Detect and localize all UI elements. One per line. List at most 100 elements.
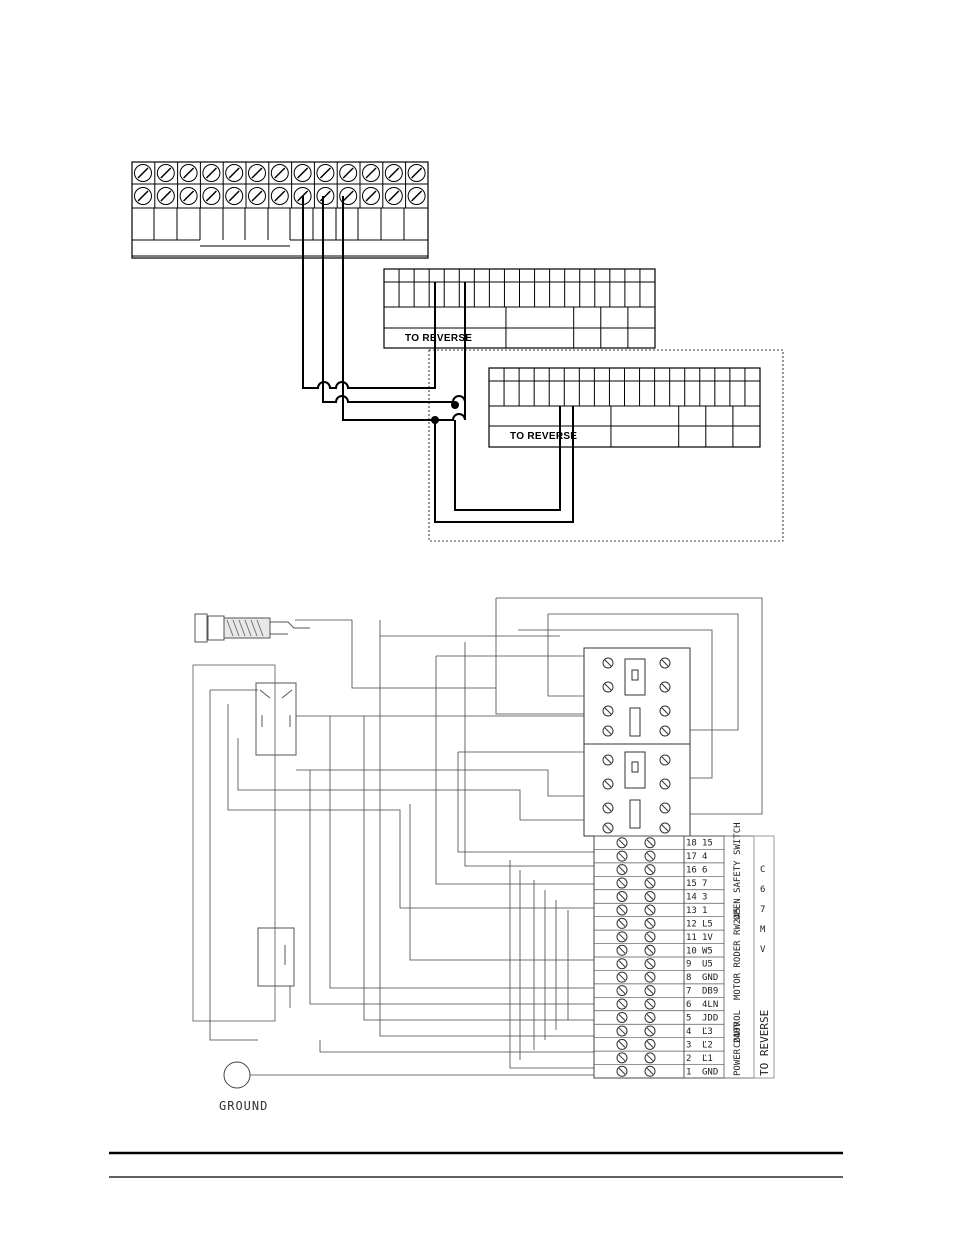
safety-switch xyxy=(255,682,297,756)
to-reverse-label-1: TO REVERSE xyxy=(405,333,472,344)
terminal-number: 15 xyxy=(686,879,697,889)
power-cord-plug xyxy=(194,613,310,643)
screw-slot xyxy=(604,727,612,735)
contactor-screw xyxy=(602,822,614,834)
lower-wires xyxy=(209,597,763,1076)
screw-slot xyxy=(160,190,172,202)
screw-slot xyxy=(646,839,654,847)
screw-slot xyxy=(646,920,654,927)
strip-screw xyxy=(616,904,628,916)
screw-slot xyxy=(297,167,309,179)
strip-screw xyxy=(616,1012,628,1023)
terminal-label: Ľ3 xyxy=(702,1027,713,1037)
screw-slot xyxy=(137,167,149,179)
contactor-screw xyxy=(602,657,614,669)
screw-slot xyxy=(251,190,263,202)
screw-slot xyxy=(661,824,669,832)
screw-slot xyxy=(228,190,240,202)
reversing-contactor-block-2: TO REVERSE xyxy=(488,367,761,448)
terminal-label: Ľ2 xyxy=(702,1040,713,1050)
terminal-label: 1V xyxy=(702,933,713,943)
strip-screw xyxy=(644,1025,656,1037)
screw-slot xyxy=(411,167,423,179)
screw-slot xyxy=(646,987,654,994)
screw-slot xyxy=(183,190,195,202)
contactor-screw xyxy=(602,802,614,814)
screw-slot xyxy=(618,1041,626,1048)
strip-screw xyxy=(616,1052,628,1064)
screw-slot xyxy=(661,756,669,764)
ground-terminal xyxy=(223,1061,251,1089)
contactor-screw xyxy=(602,681,614,693)
reverse-option-dashed-frame xyxy=(428,349,784,542)
terminal-label: 4LN xyxy=(702,1000,718,1010)
screw-slot xyxy=(604,756,612,764)
screw-slot xyxy=(604,683,612,691)
strip-screw xyxy=(616,1065,628,1077)
terminal-number: 17 xyxy=(686,852,697,862)
screw-slot xyxy=(604,707,612,715)
contactor-screw xyxy=(659,657,671,669)
terminal-number: 9 xyxy=(686,960,691,970)
screw-slot xyxy=(274,190,286,202)
strip-screw xyxy=(616,850,628,862)
label-control: CONTROL xyxy=(733,1010,743,1048)
screw-slot xyxy=(205,190,217,202)
screw-slot xyxy=(604,659,612,667)
screw-slot xyxy=(319,167,331,179)
screw-slot xyxy=(388,190,400,202)
strip-vertical-labels: OPEN SAFETY SWITCH MOTOR RODER RW245 CON… xyxy=(733,822,771,1076)
contactor-screw xyxy=(659,725,671,737)
strip-screw xyxy=(616,931,628,943)
right-strip-label: 7 xyxy=(760,905,765,915)
terminal-label: 3 xyxy=(702,893,707,903)
enclosure-outline xyxy=(192,664,276,1022)
strip-screw xyxy=(644,1052,656,1064)
screw-slot xyxy=(618,1000,626,1008)
contactor-screw xyxy=(659,754,671,766)
strip-screw xyxy=(616,958,628,970)
upper-wiring xyxy=(302,196,574,523)
screw-slot xyxy=(618,960,626,968)
right-strip-label: V xyxy=(760,945,766,955)
junction-dot-2 xyxy=(451,401,459,409)
terminal-label: Ľ1 xyxy=(702,1054,713,1064)
screw-slot xyxy=(618,906,626,914)
screw-slot xyxy=(160,167,172,179)
label-open-switch: OPEN SAFETY SWITCH xyxy=(733,822,743,920)
terminal-label: 4 xyxy=(702,852,707,862)
strip-screw xyxy=(616,877,628,889)
screw-slot xyxy=(618,1067,626,1075)
terminal-label: W5 xyxy=(702,946,713,956)
terminal-label: DB9 xyxy=(702,987,718,997)
terminal-label: 15 xyxy=(702,839,713,849)
screw-slot xyxy=(183,167,195,179)
screw-slot xyxy=(618,852,626,860)
screw-slot xyxy=(388,167,400,179)
contactor-screw xyxy=(659,802,671,814)
strip-screw xyxy=(644,1012,656,1023)
screw-slot xyxy=(646,973,654,981)
screw-slot xyxy=(618,1014,626,1021)
screw-slot xyxy=(661,683,669,691)
strip-screw xyxy=(644,958,656,970)
terminal-dividers xyxy=(131,162,407,240)
screw-slot xyxy=(411,190,423,202)
strip-screw xyxy=(616,1025,628,1037)
label-power: POWER 240V xyxy=(733,1021,743,1076)
strip-screw xyxy=(644,971,656,983)
ground-label: GROUND xyxy=(219,1099,268,1113)
screw-slot xyxy=(604,804,612,812)
strip-screw xyxy=(616,917,628,929)
contactor-screw xyxy=(602,705,614,717)
strip-screw xyxy=(644,944,656,956)
screw-slot xyxy=(661,804,669,812)
screw-slot xyxy=(251,167,263,179)
junction-dot-1 xyxy=(431,416,439,424)
strip-screw xyxy=(644,837,656,849)
screw-slot xyxy=(618,987,626,994)
contactor-screw xyxy=(659,681,671,693)
screw-slot xyxy=(618,1027,626,1035)
